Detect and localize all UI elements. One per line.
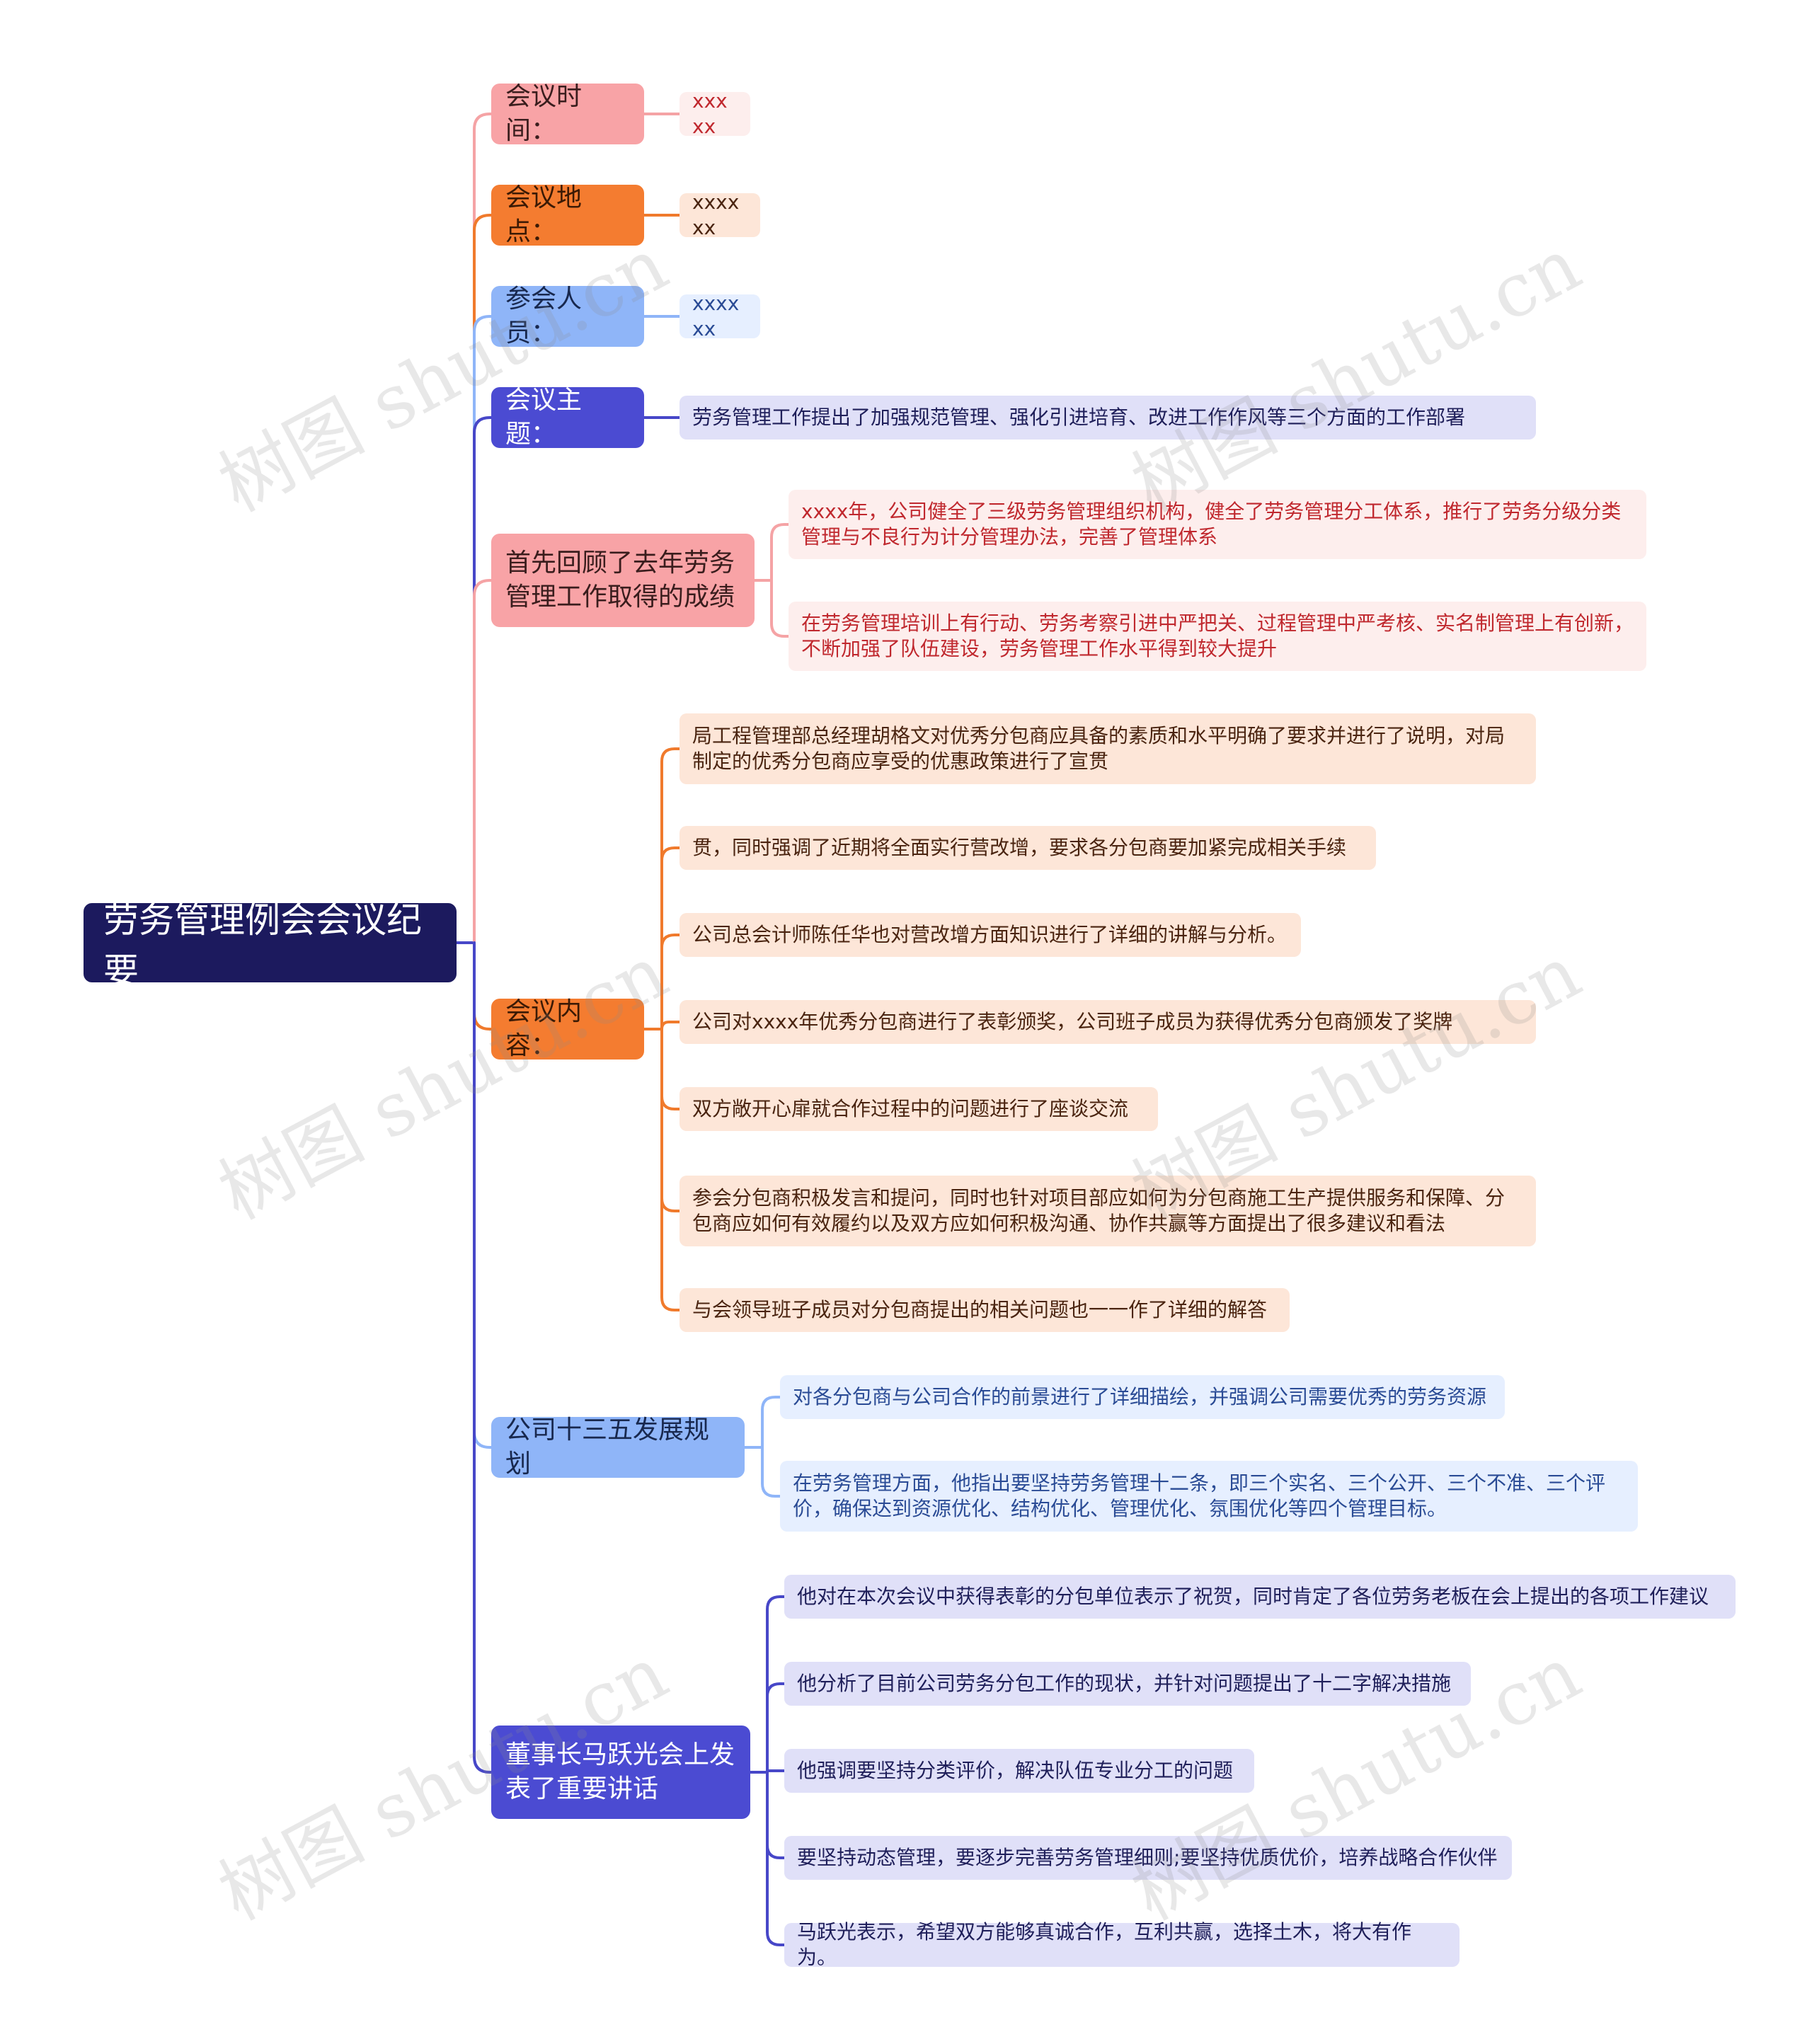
branch-label-meeting-time[interactable]: 会议时间： <box>491 82 644 145</box>
leaf-connector <box>770 523 790 582</box>
branch-label-meeting-topic[interactable]: 会议主题： <box>491 386 644 449</box>
leaf-speech-1[interactable]: 他对在本次会议中获得表彰的分包单位表示了祝贺，同时肯定了各位劳务老板在会上提出的… <box>784 1575 1736 1619</box>
leaf-speech-3[interactable]: 他强调要坚持分类评价，解决队伍专业分工的问题 <box>784 1749 1254 1793</box>
branch-connector <box>473 315 493 944</box>
branch-connector <box>473 214 493 944</box>
leaf-connector <box>761 1396 781 1449</box>
branch-connector <box>473 941 493 1030</box>
leaf-speech-4[interactable]: 要坚持动态管理，要逐步完善劳务管理细则;要坚持优质优价，培养战略合作伙伴 <box>784 1836 1512 1880</box>
leaf-content-1[interactable]: 局工程管理部总经理胡格文对优秀分包商应具备的素质和水平明确了要求并进行了说明，对… <box>680 713 1536 784</box>
leaf-attendees-value[interactable]: xxxxxx <box>680 292 760 340</box>
branch-connector <box>473 941 493 1449</box>
leaf-content-3[interactable]: 公司总会计师陈任华也对营改增方面知识进行了详细的讲解与分析。 <box>680 913 1301 957</box>
leaf-meeting-time-value[interactable]: xxxxx <box>680 89 750 138</box>
leaf-connector <box>660 846 681 1030</box>
leaf-connector <box>766 1771 786 1946</box>
leaf-content-7[interactable]: 与会领导班子成员对分包商提出的相关问题也一一作了详细的解答 <box>680 1288 1290 1332</box>
leaf-content-2[interactable]: 贯，同时强调了近期将全面实行营改增，要求各分包商要加紧完成相关手续 <box>680 826 1376 870</box>
root-topic[interactable]: 劳务管理例会会议纪要 <box>84 900 457 992</box>
leaf-connector <box>660 1028 681 1311</box>
leaf-review-1[interactable]: xxxx年，公司健全了三级劳务管理组织机构，健全了劳务管理分工体系，推行了劳务分… <box>789 490 1646 559</box>
leaf-content-4[interactable]: 公司对xxxx年优秀分包商进行了表彰颁奖，公司班子成员为获得优秀分包商颁发了奖牌 <box>680 1000 1536 1044</box>
leaf-connector <box>766 1771 786 1859</box>
branch-connector <box>473 416 493 944</box>
branch-label-chairman-speech[interactable]: 董事长马跃光会上发表了重要讲话 <box>491 1726 750 1819</box>
leaf-connector <box>761 1446 781 1498</box>
leaf-connector <box>660 1028 681 1110</box>
branch-label-meeting-content[interactable]: 会议内容： <box>491 997 644 1060</box>
leaf-speech-2[interactable]: 他分析了目前公司劳务分包工作的现状，并针对问题提出了十二字解决措施 <box>784 1662 1471 1706</box>
leaf-connector <box>660 747 681 1030</box>
branch-connector <box>473 579 493 944</box>
leaf-meeting-topic-text[interactable]: 劳务管理工作提出了加强规范管理、强化引进培育、改进工作作风等三个方面的工作部署 <box>680 396 1536 440</box>
leaf-connector <box>770 579 790 638</box>
branch-label-meeting-place[interactable]: 会议地点： <box>491 183 644 246</box>
branch-label-development-plan[interactable]: 公司十三五发展规划 <box>491 1416 745 1479</box>
branch-connector <box>473 113 493 944</box>
leaf-review-2[interactable]: 在劳务管理培训上有行动、劳务考察引进中严把关、过程管理中严考核、实名制管理上有创… <box>789 602 1646 671</box>
leaf-connector <box>660 1021 681 1030</box>
leaf-plan-2[interactable]: 在劳务管理方面，他指出要坚持劳务管理十二条，即三个实名、三个公开、三个不准、三个… <box>780 1461 1638 1532</box>
branch-connector <box>473 941 493 1774</box>
leaf-connector <box>660 934 681 1030</box>
leaf-meeting-place-value[interactable]: xxxxxx <box>680 190 760 239</box>
branch-label-attendees[interactable]: 参会人员： <box>491 285 644 348</box>
leaf-content-6[interactable]: 参会分包商积极发言和提问，同时也针对项目部应如何为分包商施工生产提供服务和保障、… <box>680 1176 1536 1246</box>
leaf-connector <box>660 1028 681 1212</box>
branch-label-last-year-review[interactable]: 首先回顾了去年劳务管理工作取得的成绩 <box>491 534 755 627</box>
leaf-connector <box>766 1769 786 1774</box>
leaf-speech-5[interactable]: 马跃光表示，希望双方能够真诚合作，互利共赢，选择土木，将大有作为。 <box>784 1920 1460 1969</box>
leaf-plan-1[interactable]: 对各分包商与公司合作的前景进行了详细描绘，并强调公司需要优秀的劳务资源 <box>780 1375 1505 1419</box>
leaf-connector <box>766 1595 786 1774</box>
leaf-content-5[interactable]: 双方敞开心扉就合作过程中的问题进行了座谈交流 <box>680 1087 1158 1131</box>
leaf-connector <box>766 1682 786 1774</box>
